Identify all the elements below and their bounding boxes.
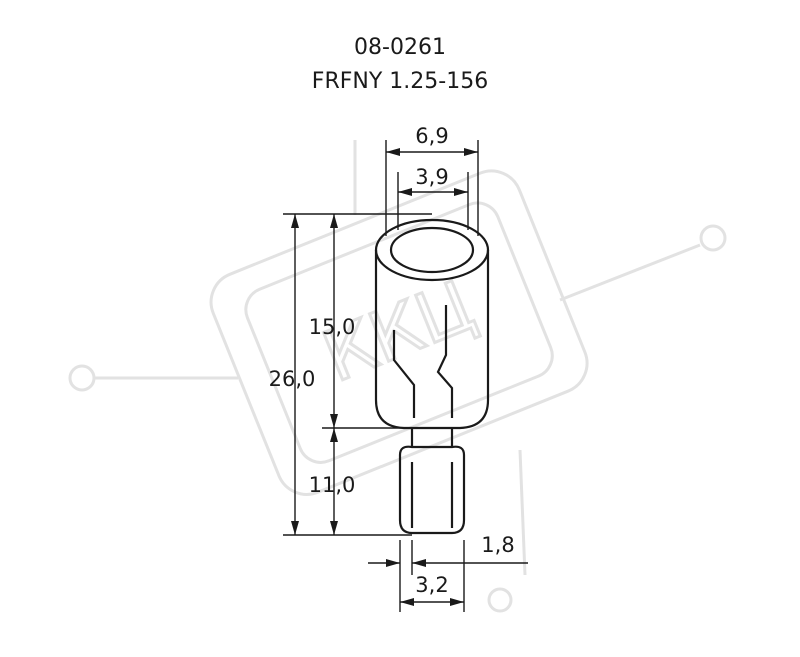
terminal-body — [374, 218, 490, 535]
dimension-inner-diameter: 3,9 — [398, 165, 468, 196]
pin-diameter-label: 3,2 — [415, 573, 448, 597]
extension-lines — [283, 140, 479, 612]
part-number: 08-0261 — [354, 35, 446, 60]
part-name: FRFNY 1.25-156 — [312, 69, 488, 94]
dimension-pin-length: 11,0 — [309, 428, 356, 535]
dimension-insulation-length: 15,0 — [309, 214, 356, 428]
dimension-pin-wall: 1,8 — [368, 533, 528, 567]
pin-wall-label: 1,8 — [481, 533, 514, 557]
pin-length-label: 11,0 — [309, 473, 356, 497]
dimension-total-length: 26,0 — [269, 214, 316, 535]
insulation-length-label: 15,0 — [309, 315, 356, 339]
inner-diameter-label: 3,9 — [415, 165, 448, 189]
outer-diameter-label: 6,9 — [415, 124, 448, 148]
dimension-outer-diameter: 6,9 — [386, 124, 478, 156]
dimension-pin-diameter: 3,2 — [400, 573, 464, 606]
total-length-label: 26,0 — [269, 367, 316, 391]
